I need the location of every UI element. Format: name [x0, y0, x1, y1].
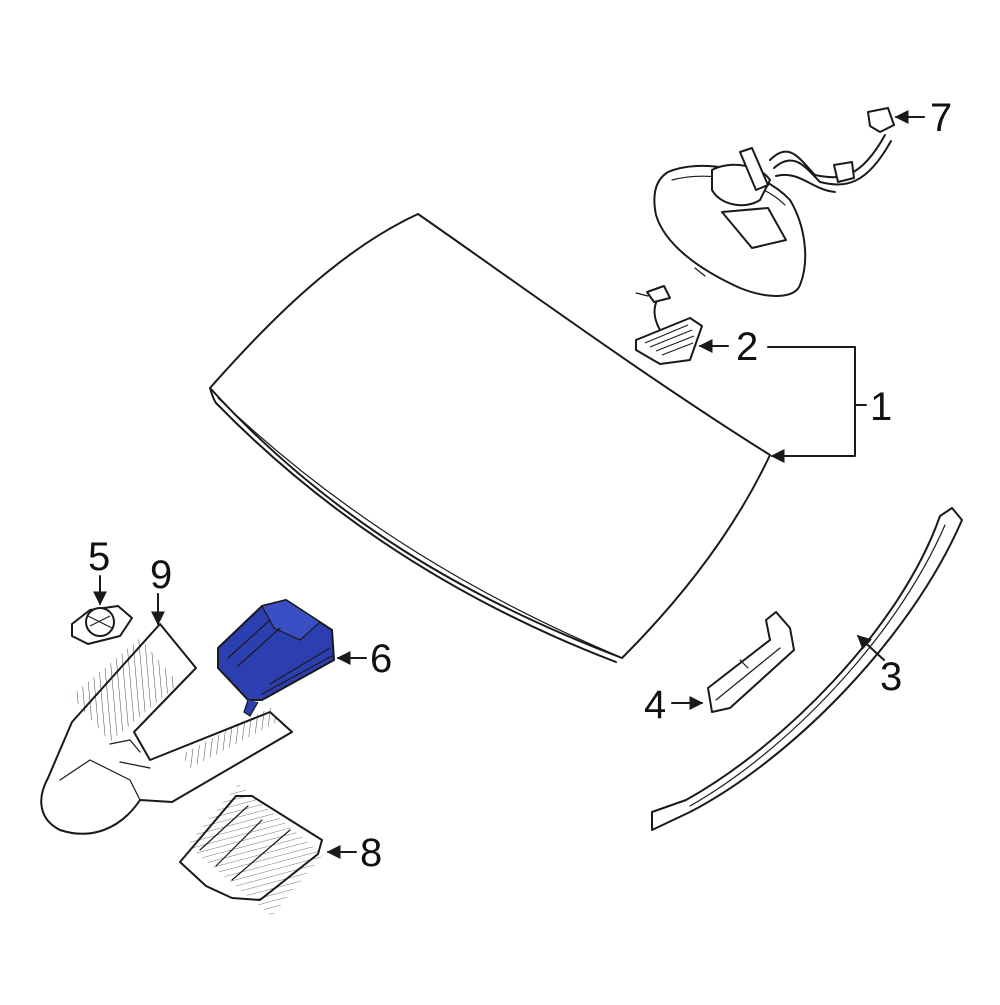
- callout-6: 6: [370, 637, 392, 681]
- mirror-cover[interactable]: [40, 623, 293, 835]
- windshield[interactable]: [209, 213, 771, 663]
- rear-view-mirror[interactable]: [653, 107, 895, 297]
- callout-5: 5: [88, 535, 110, 579]
- callout-7: 7: [930, 96, 952, 140]
- leader-3: [856, 635, 885, 661]
- sensor-bracket[interactable]: [179, 784, 323, 916]
- camera-module[interactable]: [217, 599, 335, 717]
- retainer-clip[interactable]: [707, 611, 795, 713]
- callout-2: 2: [736, 325, 758, 369]
- leaders: [93, 110, 925, 859]
- callout-4: 4: [644, 683, 666, 727]
- callout-8: 8: [360, 831, 382, 875]
- callout-9: 9: [150, 553, 172, 597]
- leader-1: [767, 346, 856, 463]
- rain-sensor[interactable]: [635, 285, 703, 365]
- bracket-fastener[interactable]: [71, 605, 133, 645]
- callout-1: 1: [870, 385, 892, 429]
- callout-3: 3: [880, 655, 902, 699]
